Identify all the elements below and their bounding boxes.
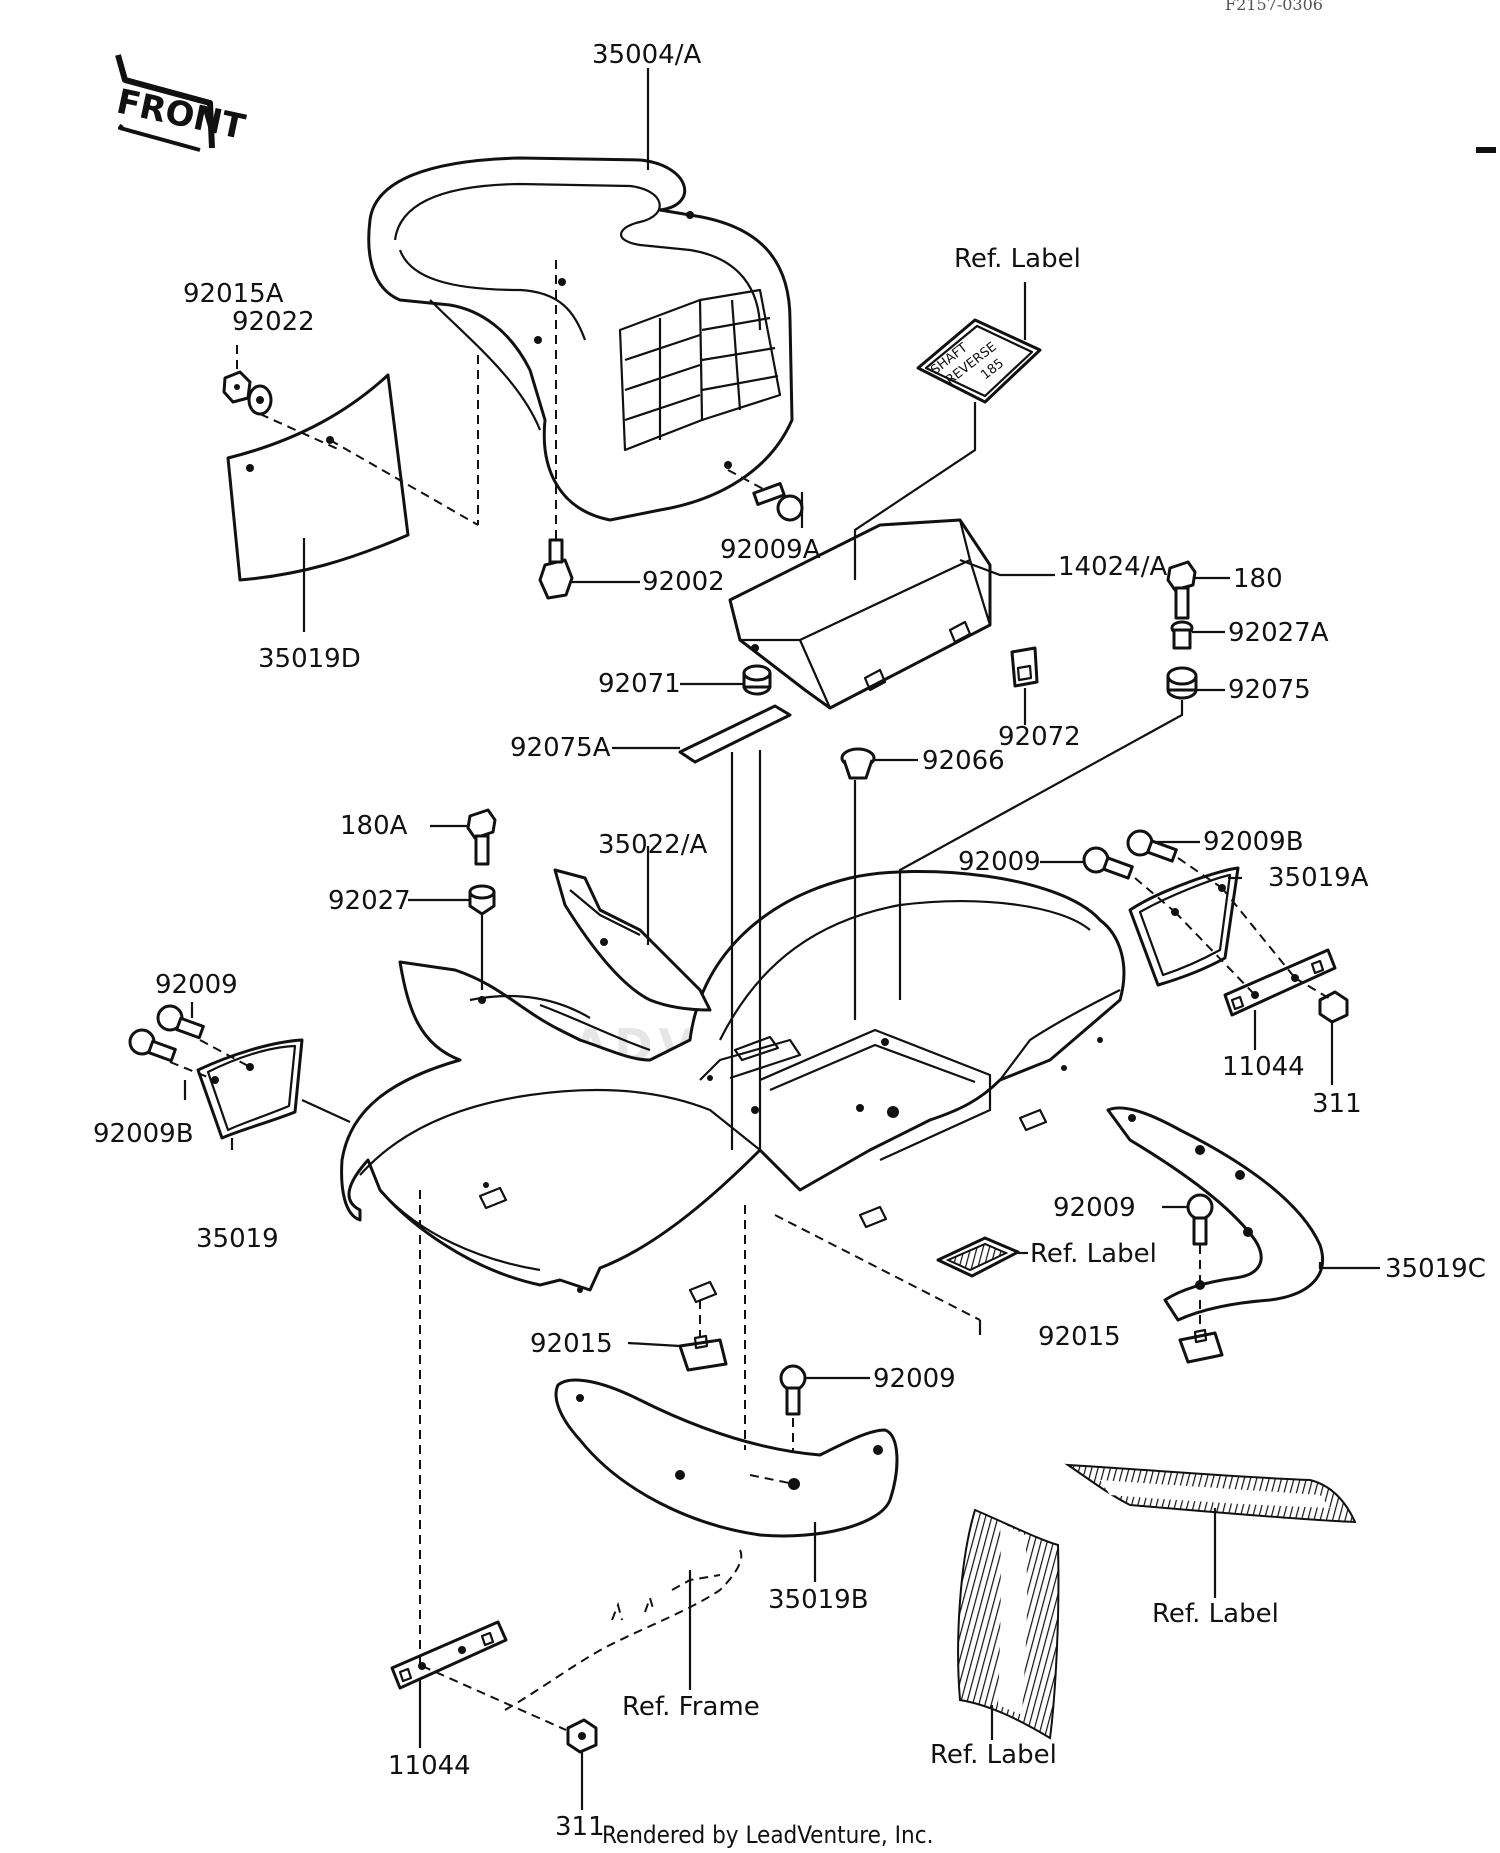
nut-92015a-part xyxy=(222,370,252,404)
bolt-92009a-part xyxy=(752,482,804,522)
plate-11044-bottom-part xyxy=(390,1620,508,1690)
callout-180: 180 xyxy=(1233,564,1283,594)
edge-mark xyxy=(1476,147,1496,153)
callout-92027: 92027 xyxy=(328,886,411,916)
mudflap-35019b-part xyxy=(554,1378,899,1538)
shaft-reverse-decal: SHAFT REVERSE 185 xyxy=(916,318,1042,404)
ref-frame-sketch xyxy=(504,1549,743,1711)
nut-311-right-part xyxy=(1318,990,1349,1024)
leader-lines xyxy=(183,68,1380,1810)
ref-label-mid-decal xyxy=(936,1236,1020,1278)
bolt-92009b-left-part xyxy=(128,1028,177,1063)
bolt-92009-mid-right-part xyxy=(1186,1193,1214,1246)
callout-35019: 35019 xyxy=(196,1224,279,1254)
bolt-92002-part xyxy=(538,538,574,600)
flap-35019-part xyxy=(196,1038,304,1140)
ref-label-bottom-right-decal xyxy=(1064,1463,1357,1524)
callout-35004a: 35004/A xyxy=(592,40,701,70)
callout-ref-label-mid: Ref. Label xyxy=(1030,1239,1157,1269)
callout-ref-label-bottom: Ref. Label xyxy=(930,1740,1057,1770)
washer-92022-part xyxy=(247,384,273,416)
callout-92009-bottom: 92009 xyxy=(873,1364,956,1394)
drawing-code: F2157-0306 xyxy=(1225,0,1323,14)
ref-label-bottom-decal xyxy=(957,1508,1060,1740)
callout-35019b: 35019B xyxy=(768,1585,869,1615)
callout-ref-label-top: Ref. Label xyxy=(954,244,1081,274)
front-mudflap-part xyxy=(226,373,479,582)
grommet-92075-part xyxy=(1166,666,1198,700)
callout-ref-frame: Ref. Frame xyxy=(622,1692,760,1722)
callout-92015-left: 92015 xyxy=(530,1329,613,1359)
collar-92027-part xyxy=(468,884,496,916)
bolt-92009-bottom-part xyxy=(779,1364,807,1416)
callout-ref-label-bottom-right: Ref. Label xyxy=(1152,1599,1279,1629)
clip-92015-left-part xyxy=(678,1334,728,1372)
callout-92066: 92066 xyxy=(922,746,1005,776)
plug-92066-part xyxy=(840,747,876,780)
front-direction-mark: FRONT xyxy=(113,54,249,152)
bolt-92009b-right-part xyxy=(1126,829,1178,863)
callout-35019c: 35019C xyxy=(1385,1254,1486,1284)
callout-311-right: 311 xyxy=(1312,1089,1362,1119)
callout-35022a: 35022/A xyxy=(598,830,707,860)
callout-92075a: 92075A xyxy=(510,733,611,763)
callout-11044-bottom: 11044 xyxy=(388,1751,471,1781)
mudflap-35019c-part xyxy=(1106,1106,1325,1322)
bolt-180a-part xyxy=(466,808,497,866)
bolt-92009-left-part xyxy=(156,1004,205,1040)
callout-92022: 92022 xyxy=(232,307,315,337)
callout-labels: 35004/A 92015A 92022 35019D 92002 92009A… xyxy=(93,40,1486,1842)
bolt-92009-right-part xyxy=(1082,846,1134,880)
damper-92071-part xyxy=(742,664,772,696)
callout-35019a: 35019A xyxy=(1268,863,1369,893)
callout-92009-mid-right: 92009 xyxy=(1053,1193,1136,1223)
pad-92075a-part xyxy=(678,704,792,764)
callout-311-bottom: 311 xyxy=(555,1812,605,1842)
cover-14024a-part xyxy=(728,518,992,710)
callout-180a: 180A xyxy=(340,811,408,841)
callout-92027a: 92027A xyxy=(1228,618,1329,648)
front-label: FRONT xyxy=(113,82,249,148)
callout-92075: 92075 xyxy=(1228,675,1311,705)
callout-14024a: 14024/A xyxy=(1058,552,1167,582)
callout-92015a: 92015A xyxy=(183,279,284,309)
collar-92027a-part xyxy=(1170,620,1194,650)
bolt-180-part xyxy=(1166,560,1197,620)
callout-92009-right: 92009 xyxy=(958,847,1041,877)
callout-92002: 92002 xyxy=(642,567,725,597)
front-fender-part xyxy=(367,156,794,522)
callout-92072: 92072 xyxy=(998,722,1081,752)
callout-92009b-right: 92009B xyxy=(1203,827,1304,857)
clip-92072-part xyxy=(1010,646,1039,688)
callout-92009a: 92009A xyxy=(720,535,821,565)
callout-11044-right: 11044 xyxy=(1222,1052,1305,1082)
callout-92015-right: 92015 xyxy=(1038,1322,1121,1352)
callout-92009-left: 92009 xyxy=(155,970,238,1000)
clip-92015-right-part xyxy=(1178,1328,1224,1364)
flap-35019a-part xyxy=(1128,866,1240,987)
rendered-by-footer: Rendered by LeadVenture, Inc. xyxy=(602,1821,933,1849)
inner-flap-35022a-part xyxy=(553,868,712,1012)
callout-92009b-left: 92009B xyxy=(93,1119,194,1149)
callout-35019d: 35019D xyxy=(258,644,361,674)
nut-311-bottom-part xyxy=(566,1718,598,1754)
callout-92071: 92071 xyxy=(598,669,681,699)
